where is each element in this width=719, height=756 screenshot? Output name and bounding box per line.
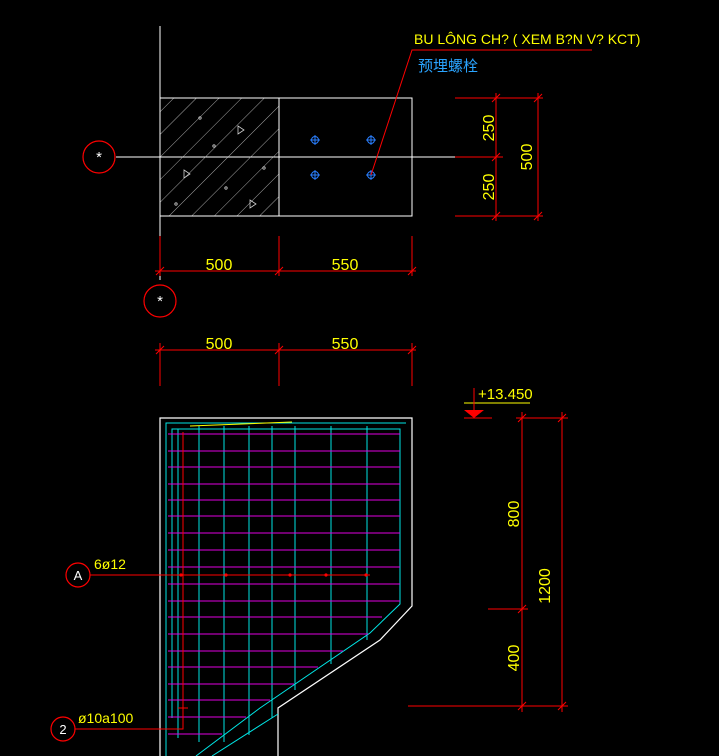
bolt-note-vi: BU LÔNG CH? ( XEM B?N V? KCT) xyxy=(414,31,640,47)
column-section-hatched xyxy=(159,97,280,217)
plan-dim-left: 500 xyxy=(206,257,233,274)
anchor-bolt-icon xyxy=(366,135,376,145)
grid-marker-left-label: * xyxy=(96,149,102,166)
plan-view: BU LÔNG CH? ( XEM B?N V? KCT) 预埋螺栓 * * 5… xyxy=(82,26,640,318)
anchor-bolts xyxy=(310,135,376,180)
callout-a-label: 6ø12 xyxy=(94,556,126,572)
plan-dim-v-top: 250 xyxy=(481,115,498,142)
elevation-marker xyxy=(464,388,530,419)
anchor-bolt-icon xyxy=(310,135,320,145)
callout-2-label: ø10a100 xyxy=(78,710,133,726)
stirrup-lines xyxy=(168,433,400,735)
section-dim-800: 800 xyxy=(506,501,523,528)
grid-bubble-left xyxy=(82,140,116,174)
top-bar-detail xyxy=(189,421,293,427)
grid-bubble-bottom xyxy=(143,284,177,318)
callout-a-ticks xyxy=(179,573,368,577)
elevation-triangle-icon xyxy=(464,410,484,418)
grid-marker-bottom-label: * xyxy=(157,293,163,310)
row2-dim-right: 550 xyxy=(332,336,359,353)
callout-a-marker: A xyxy=(74,568,83,583)
dimension-row-2: 500 550 xyxy=(155,336,417,386)
main-rebar-lines xyxy=(165,422,406,756)
row2-dim-left: 500 xyxy=(206,336,233,353)
section-outline xyxy=(159,417,413,756)
plan-vertical-dimension xyxy=(455,93,543,221)
section-view: +13.450 800 400 1200 A 6ø12 xyxy=(50,386,568,756)
section-dim-400: 400 xyxy=(506,645,523,672)
callout-2-leader xyxy=(75,432,184,730)
base-plate-outline xyxy=(278,97,413,217)
plan-dim-v-bottom: 250 xyxy=(481,174,498,201)
plan-dim-v-total: 500 xyxy=(519,144,536,171)
plan-dim-right: 550 xyxy=(332,257,359,274)
anchor-bolt-icon xyxy=(310,170,320,180)
callout-2-marker: 2 xyxy=(59,722,66,737)
plan-horizontal-dimension xyxy=(155,236,417,276)
section-vertical-dimension xyxy=(408,412,568,712)
concrete-aggregate-marks xyxy=(174,116,266,209)
bolt-note-leader xyxy=(370,49,592,176)
section-dim-1200: 1200 xyxy=(537,568,554,604)
bolt-note-cn: 预埋螺栓 xyxy=(418,58,478,75)
elevation-label: +13.450 xyxy=(478,386,533,403)
